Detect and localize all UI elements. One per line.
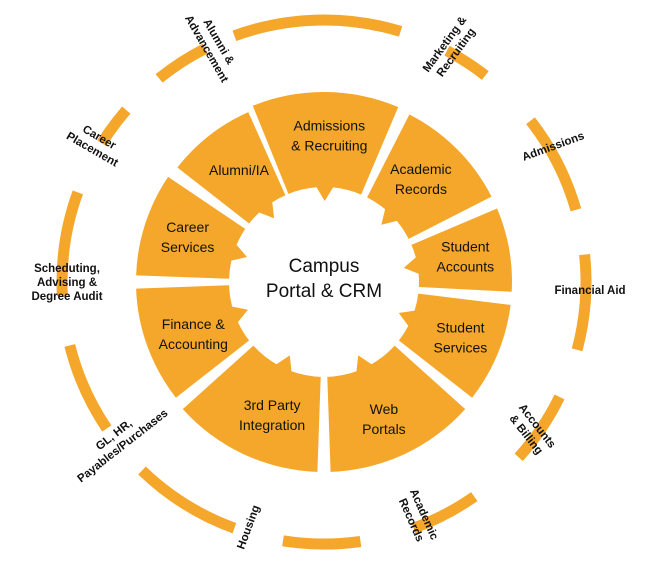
- segment-label-student-services-line1: Student: [436, 320, 484, 336]
- outer-label-financial-aid-line1: Financial Aid: [554, 285, 625, 297]
- segment-label-student-accounts-line2: Accounts: [437, 259, 495, 275]
- ring-arc-3: [526, 117, 582, 212]
- segment-label-admissions-recruiting-line1: Admissions: [294, 118, 366, 134]
- segment-career-services: [136, 176, 247, 279]
- segment-admissions-recruiting: [252, 91, 399, 201]
- segment-label-academic-records-line2: Records: [395, 181, 447, 197]
- outer-ring: [56, 14, 592, 550]
- inner-wheel: Admissions & RecruitingAcademicRecordsStu…: [136, 91, 512, 472]
- outer-label-scheduling-advising-line2: Advising &: [37, 277, 97, 289]
- segment-label-finance-accounting-line2: Accounting: [159, 336, 228, 352]
- outer-labels: Marketing &RecruitingAdmissionsFinancial…: [31, 13, 625, 551]
- segment-3rd-party-integration: [182, 345, 321, 472]
- outer-label-gl-hr-payables-line2: Payables/Purchases: [75, 407, 170, 485]
- segment-label-finance-accounting-line1: Finance &: [162, 316, 226, 332]
- ring-arc-4: [571, 254, 592, 352]
- segment-label-web-portals-line2: Portals: [362, 421, 406, 437]
- segment-label-web-portals-line1: Web: [370, 401, 399, 417]
- segment-label-alumni-ia-line1: Alumni/IA: [209, 162, 270, 178]
- segment-label-academic-records-line1: Academic: [390, 161, 451, 177]
- segment-alumni-ia: [177, 112, 286, 224]
- outer-label-financial-aid: Financial Aid: [554, 285, 625, 297]
- segment-web-portals: [327, 345, 466, 472]
- segment-student-accounts: [403, 208, 512, 292]
- ring-arc-7: [282, 535, 362, 550]
- center-label-line2: Portal & CRM: [266, 281, 382, 302]
- segment-finance-accounting: [136, 285, 250, 398]
- ring-arc-6: [411, 492, 478, 534]
- segment-student-services: [398, 293, 511, 398]
- ring-arc-8: [138, 466, 237, 534]
- ring-arc-10: [56, 190, 83, 296]
- segment-label-3rd-party-integration-line1: 3rd Party: [244, 397, 301, 413]
- ring-arc-2: [444, 45, 489, 80]
- center-label: Campus Portal & CRM: [266, 256, 382, 302]
- ring-arc-12: [155, 43, 208, 83]
- segment-label-career-services-line1: Career: [166, 219, 209, 235]
- segment-label-3rd-party-integration-line2: Integration: [239, 417, 305, 433]
- outer-label-scheduling-advising-line3: Degree Audit: [31, 291, 102, 303]
- segment-label-admissions-recruiting-line2: & Recruiting: [291, 138, 367, 154]
- outer-label-housing: Housing: [235, 504, 262, 551]
- segment-label-career-services-line2: Services: [161, 239, 215, 255]
- outer-label-scheduling-advising: Scheduting, Advising & Degree Audit: [31, 263, 102, 303]
- outer-label-housing-line1: Housing: [235, 504, 262, 551]
- ring-arc-11: [97, 106, 131, 147]
- segment-label-student-services-line2: Services: [434, 340, 488, 356]
- ring-arc-1: [232, 14, 403, 41]
- ring-arc-9: [64, 344, 112, 432]
- ring-arc-5: [514, 394, 565, 461]
- outer-label-scheduling-advising-line1: Scheduting,: [34, 263, 100, 275]
- segment-label-student-accounts-line1: Student: [441, 239, 489, 255]
- outer-label-alumni-advancement: Alumni &Advancement: [182, 13, 236, 84]
- center-label-line1: Campus: [289, 256, 360, 277]
- segment-academic-records: [367, 114, 492, 239]
- outer-label-gl-hr-payables: GL, HR,Payables/Purchases: [75, 407, 170, 485]
